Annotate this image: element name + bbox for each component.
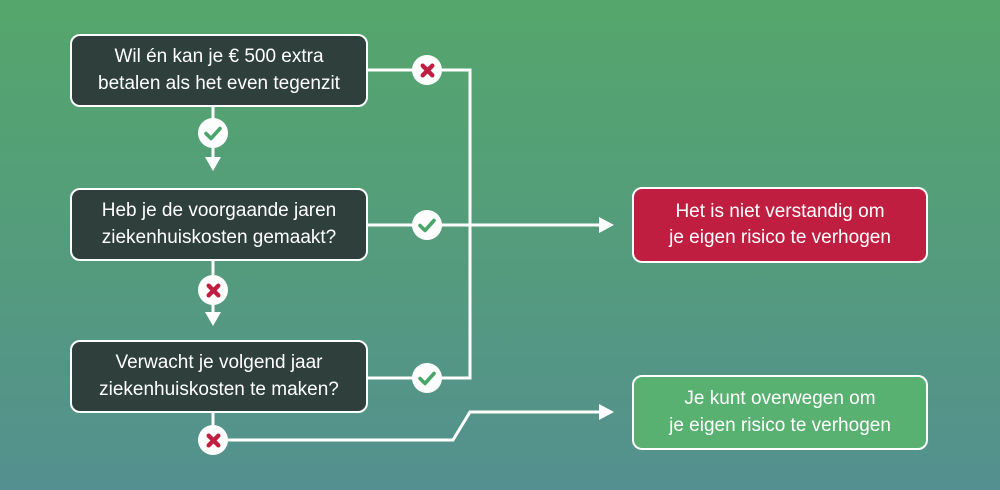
check-icon	[412, 210, 442, 240]
outcome-box-positive: Je kunt overwegen om je eigen risico te …	[632, 375, 928, 450]
check-icon	[198, 118, 228, 148]
arrowhead-negative	[599, 217, 614, 233]
check-icon	[412, 363, 442, 393]
question-box-1: Wil én kan je € 500 extra betalen als he…	[70, 34, 368, 107]
cross-icon	[198, 275, 228, 305]
question-box-3: Verwacht je volgend jaar ziekenhuiskoste…	[70, 340, 368, 413]
arrowhead-q3	[205, 312, 221, 326]
cross-icon	[198, 425, 228, 455]
outcome-box-negative: Het is niet verstandig om je eigen risic…	[632, 187, 928, 263]
arrowhead-positive	[599, 404, 614, 420]
arrowhead-q2	[205, 157, 221, 171]
cross-icon	[412, 55, 442, 85]
connector-q3-no-to-positive	[211, 410, 600, 442]
question-box-2: Heb je de voorgaande jaren ziekenhuiskos…	[70, 188, 368, 261]
